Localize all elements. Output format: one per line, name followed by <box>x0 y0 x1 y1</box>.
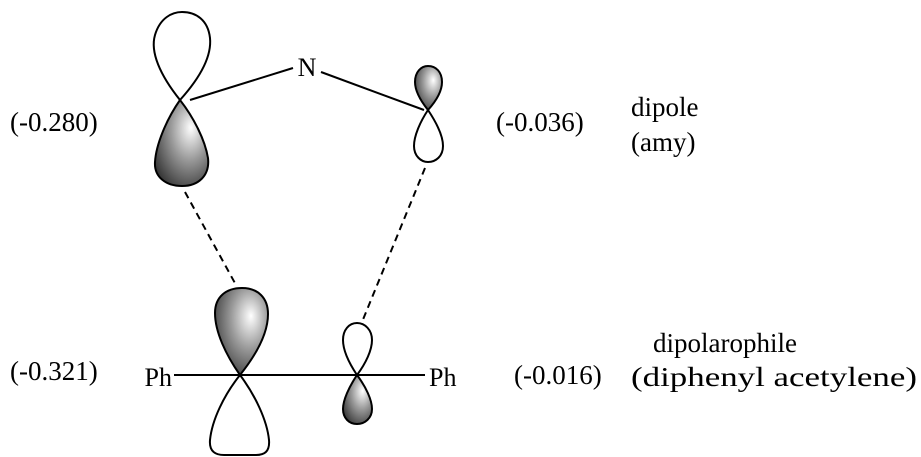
dipolarophile-left-orbital-lower-lobe <box>208 373 271 456</box>
bond-n-c3 <box>320 71 425 111</box>
dipole-right-coefficient: (-0.036) <box>496 107 584 137</box>
overlap-dash-right <box>361 167 426 323</box>
dipole-left-orbital-lower-lobe <box>153 98 210 188</box>
phenyl-left-label: Ph <box>145 363 172 392</box>
phenyl-right-label: Ph <box>429 363 456 392</box>
orbital-overlap-lines <box>184 167 426 323</box>
dipole-left-coefficient: (-0.280) <box>10 107 98 137</box>
dipole-right-orbital-upper-lobe <box>413 64 444 112</box>
dipolarophile-left-coefficient: (-0.321) <box>10 356 98 386</box>
dipolarophile-right-orbital-upper-lobe <box>341 321 374 377</box>
nitrogen-atom-label: N <box>298 53 317 82</box>
dipole-left-orbital-upper-lobe <box>152 10 212 102</box>
dipole-title: dipole <box>631 92 699 122</box>
dipole-fragment: N (-0.280) (-0.036) dipole (amy) <box>10 10 699 188</box>
dipolarophile-title: dipolarophile <box>653 328 797 358</box>
bond-c1-n <box>189 67 294 101</box>
dipolarophile-left-orbital-upper-lobe <box>213 286 270 377</box>
dipolarophile-fragment: Ph Ph (-0.321) (-0.016) dipolarophile (d… <box>10 286 917 456</box>
dipolarophile-right-orbital-lower-lobe <box>341 373 374 426</box>
dipolarophile-subtitle: (diphenyl acetylene) <box>631 362 917 392</box>
dipole-right-orbital-lower-lobe <box>412 108 445 164</box>
dipolarophile-right-coefficient: (-0.016) <box>514 360 602 390</box>
dipole-subtitle: (amy) <box>631 127 695 157</box>
overlap-dash-left <box>184 191 237 286</box>
